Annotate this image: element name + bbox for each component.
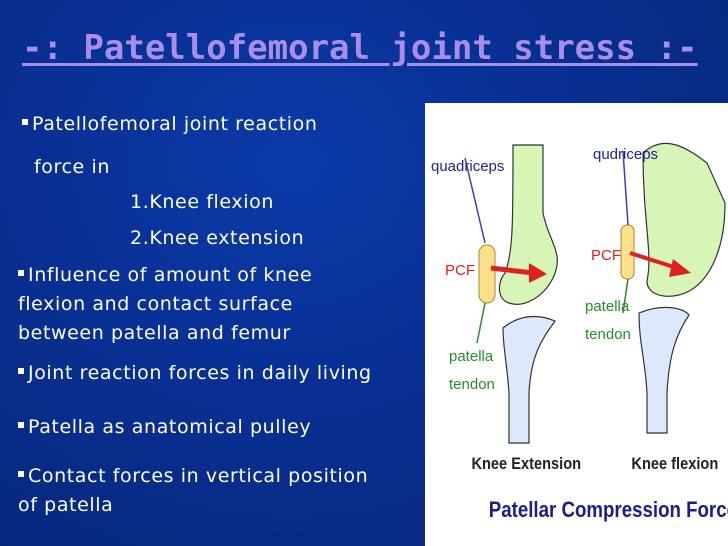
- caption-knee-flexion: Knee flexion: [631, 455, 718, 473]
- patella-tendon-left: [476, 302, 486, 344]
- femur-extension: [498, 144, 558, 305]
- item-knee-flexion: 1.Knee flexion: [130, 191, 274, 213]
- pcf-arrow-right: [629, 251, 678, 270]
- bullet-influence: Influence of amount of knee: [18, 261, 312, 290]
- label-patella-left: patella: [449, 348, 494, 365]
- pcf-arrowhead-left: [529, 263, 547, 283]
- label-patella-right: patella: [585, 298, 630, 315]
- text-contact-forces-2: of patella: [18, 494, 114, 516]
- patellar-compression-figure: quadriceps qudriceps PCF PCF patella ten…: [425, 103, 728, 546]
- caption-knee-extension: Knee Extension: [471, 455, 581, 473]
- bullet-joint-reaction: Patellofemoral joint reaction: [22, 110, 318, 139]
- label-quadriceps: quadriceps: [431, 158, 504, 175]
- text-force-in: force in: [34, 156, 111, 178]
- item-knee-extension: 2.Knee extension: [130, 227, 305, 249]
- quadriceps-line-right: [622, 150, 629, 226]
- label-tendon-left: tendon: [449, 376, 495, 393]
- bullet-contact-forces: Contact forces in vertical position: [18, 462, 368, 491]
- patella-extension: [478, 244, 496, 304]
- caption-main: Patellar Compression Force: [489, 499, 728, 523]
- label-pcf-right: PCF: [591, 247, 621, 264]
- tibia-flexion: [638, 306, 690, 434]
- quadriceps-line-left: [464, 157, 486, 244]
- pcf-arrowhead-right: [669, 259, 691, 277]
- figure-illustration: quadriceps qudriceps PCF PCF patella ten…: [431, 142, 728, 523]
- femur-flexion: [642, 142, 726, 297]
- bullet-pulley: Patella as anatomical pulley: [18, 413, 311, 442]
- bullet-daily-living: Joint reaction forces in daily living: [18, 359, 372, 388]
- label-pcf-left: PCF: [445, 262, 475, 279]
- pcf-arrow-left: [490, 265, 534, 276]
- patella-tendon-right: [622, 278, 629, 314]
- label-tendon-right: tendon: [585, 326, 631, 343]
- label-qudriceps: qudriceps: [593, 146, 658, 163]
- text-influence-3: between patella and femur: [18, 322, 291, 344]
- tibia-extension: [502, 316, 556, 444]
- slide-title: -: Patellofemoral joint stress :-: [22, 28, 698, 68]
- text-influence-2: flexion and contact surface: [18, 293, 293, 315]
